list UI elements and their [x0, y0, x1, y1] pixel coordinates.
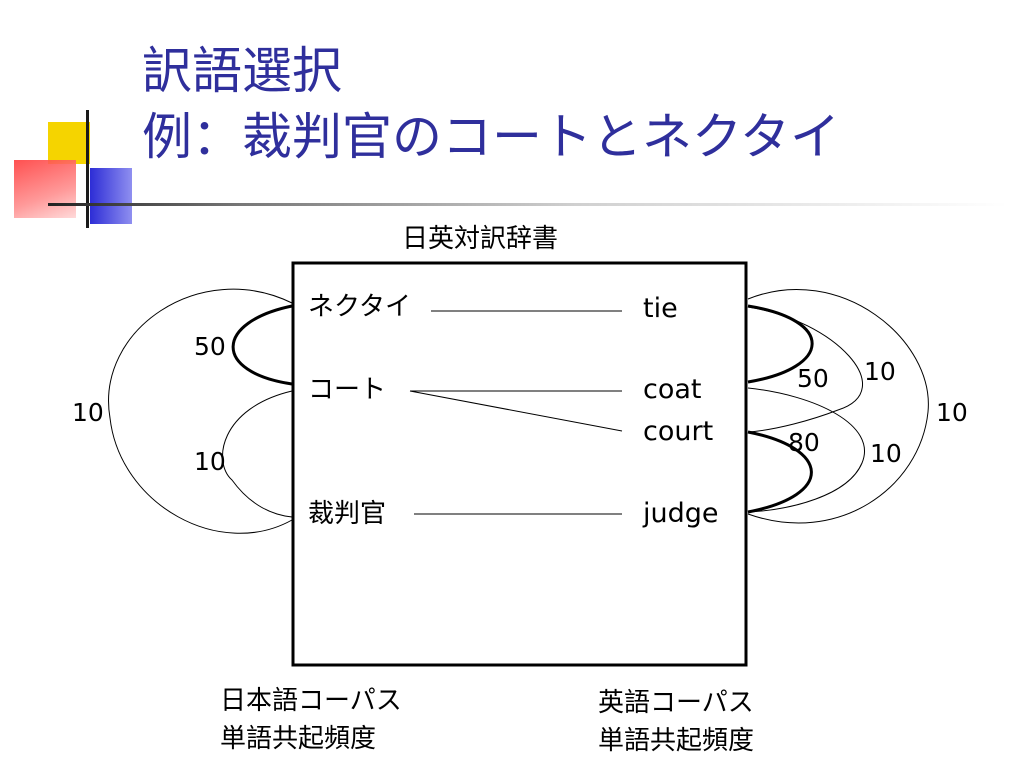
translation-line-coat-court: [409, 390, 623, 432]
ja-word-judge: 裁判官: [308, 499, 386, 529]
en-word-coat: coat: [643, 374, 702, 405]
ja-count-necktie-coat: 50: [194, 332, 226, 361]
ja-count-coat-judge: 10: [194, 447, 226, 476]
ja-word-coat: コート: [308, 375, 386, 405]
en-arc-tie-judge: [747, 289, 929, 524]
en-arc-court-judge: [747, 430, 813, 514]
en-count-court-judge: 80: [788, 428, 820, 457]
ja-word-necktie: ネクタイ: [308, 292, 411, 322]
dictionary-box: [291, 261, 748, 667]
en-arc-coat-judge: [747, 387, 865, 513]
dictionary-label: 日英対訳辞書: [402, 224, 559, 254]
deco-yellow-square: [48, 122, 90, 164]
deco-red-square: [14, 160, 76, 218]
en-word-court: court: [643, 416, 713, 447]
japanese-corpus-caption: 日本語コーパス 単語共起頻度: [220, 682, 402, 758]
japanese-corpus-line-1: 日本語コーパス: [220, 686, 402, 716]
japanese-corpus-line-2: 単語共起頻度: [220, 724, 377, 754]
deco-vertical-line: [86, 110, 89, 228]
ja-arc-necktie-judge: [108, 288, 293, 534]
en-arc-tie-coat: [747, 304, 814, 384]
title-line-2: 例：裁判官のコートとネクタイ: [142, 108, 840, 166]
slide-title: 訳語選択 例：裁判官のコートとネクタイ: [142, 38, 840, 170]
en-count-coat-judge: 10: [870, 439, 902, 468]
en-word-tie: tie: [643, 293, 678, 324]
en-count-tie-judge: 10: [936, 398, 968, 427]
deco-blue-square: [90, 168, 132, 224]
en-arc-tie-court: [747, 306, 863, 433]
english-corpus-line-2: 単語共起頻度: [598, 726, 755, 756]
english-corpus-caption: 英語コーパス 単語共起頻度: [598, 684, 754, 760]
ja-arc-coat-judge: [222, 390, 293, 518]
en-word-judge: judge: [642, 498, 719, 529]
ja-arc-necktie-coat: [231, 304, 293, 386]
en-count-tie-court: 10: [864, 357, 896, 386]
english-corpus-line-1: 英語コーパス: [598, 688, 754, 718]
en-count-tie-coat: 50: [797, 364, 829, 393]
ja-count-necktie-judge: 10: [72, 398, 104, 427]
deco-horizontal-line: [48, 203, 1008, 206]
title-line-1: 訳語選択: [142, 42, 342, 100]
